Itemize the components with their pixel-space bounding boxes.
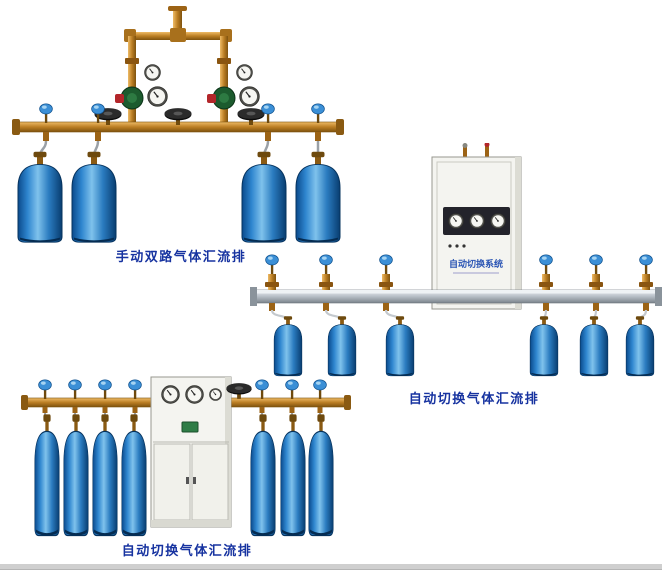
pressure-gauge-icon bbox=[469, 213, 485, 229]
auto-switch-manifold-bottom-figure bbox=[15, 372, 355, 540]
indicator-plate bbox=[181, 421, 199, 433]
pressure-gauge-icon bbox=[239, 86, 260, 107]
gas-cylinder-icon bbox=[385, 315, 415, 377]
pressure-gauge-icon bbox=[144, 64, 161, 81]
cylinder-valve-knob-icon bbox=[128, 379, 142, 399]
cylinder-valve-knob-icon bbox=[285, 379, 299, 399]
cylinder-valve-knob-icon bbox=[68, 379, 82, 399]
gas-cylinder-icon bbox=[308, 413, 334, 537]
cylinder-valve-knob-icon bbox=[38, 379, 52, 399]
manual-dual-manifold-figure bbox=[8, 6, 348, 246]
manifold-pipe bbox=[12, 119, 344, 135]
cylinder-valve-knob-icon bbox=[255, 379, 269, 399]
cylinder-valve-knob-icon bbox=[311, 103, 325, 123]
figure-label-manual-dual: 手动双路气体汇流排 bbox=[115, 249, 247, 264]
pressure-gauge-icon bbox=[185, 385, 204, 404]
figure-label-auto-switch-bottom: 自动切换气体汇流排 bbox=[121, 543, 253, 558]
inlet-header-pipes bbox=[124, 6, 232, 86]
bottom-divider bbox=[0, 564, 662, 570]
gas-cylinder-icon bbox=[17, 151, 63, 243]
pressure-gauge-icon bbox=[490, 213, 506, 229]
gas-cylinder-icon bbox=[92, 413, 118, 537]
pressure-gauge-icon bbox=[448, 213, 464, 229]
cylinder-valve-knob-icon bbox=[98, 379, 112, 399]
control-cabinet bbox=[150, 376, 232, 528]
auto-switch-manifold-right-illustration: 自动切换系统 bbox=[250, 143, 662, 377]
manifold-valves bbox=[265, 254, 653, 322]
pressure-gauge-icon bbox=[147, 86, 168, 107]
pressure-gauge-icon bbox=[236, 64, 253, 81]
control-cabinet: 自动切换系统 bbox=[431, 143, 522, 310]
auto-switch-manifold-bottom-illustration bbox=[21, 376, 351, 537]
cabinet-title-text: 自动切换系统 bbox=[449, 258, 503, 269]
gas-cylinder-icon bbox=[250, 413, 276, 537]
manifold-bar bbox=[250, 287, 662, 306]
cylinder-valve-knob-icon bbox=[539, 254, 553, 274]
pressure-regulator-left bbox=[115, 64, 168, 126]
pressure-gauge-icon bbox=[161, 385, 180, 404]
gas-cylinder-icon bbox=[280, 413, 306, 537]
gas-cylinder-icon bbox=[529, 315, 559, 377]
manual-dual-manifold-illustration bbox=[12, 6, 344, 243]
gas-cylinder-icon bbox=[327, 315, 357, 377]
auto-switch-manifold-right-figure: 自动切换系统 bbox=[250, 143, 662, 388]
figure-label-auto-switch-right: 自动切换气体汇流排 bbox=[408, 391, 540, 406]
gas-cylinder-icon bbox=[34, 413, 60, 537]
gas-cylinder-icon bbox=[63, 413, 89, 537]
cylinder-valve-knob-icon bbox=[639, 254, 653, 274]
cabinet-door-right bbox=[191, 443, 229, 521]
cylinder-valve-knob-icon bbox=[39, 103, 53, 123]
gas-cylinder-icon bbox=[71, 151, 117, 243]
pressure-gauge-icon bbox=[209, 388, 222, 401]
gas-cylinder-icon bbox=[121, 413, 147, 537]
gas-cylinder-icon bbox=[579, 315, 609, 377]
gas-cylinder-icon bbox=[625, 315, 655, 377]
cylinder-valve-knob-icon bbox=[313, 379, 327, 399]
cylinder-valve-knob-icon bbox=[265, 254, 279, 274]
cabinet-door-left bbox=[153, 443, 191, 521]
cylinder-valve-knob-icon bbox=[589, 254, 603, 274]
gas-cylinder-icon bbox=[273, 315, 303, 377]
pressure-regulator-right bbox=[207, 64, 260, 126]
cylinder-valve-knob-icon bbox=[319, 254, 333, 274]
cylinder-valve-knob-icon bbox=[379, 254, 393, 274]
